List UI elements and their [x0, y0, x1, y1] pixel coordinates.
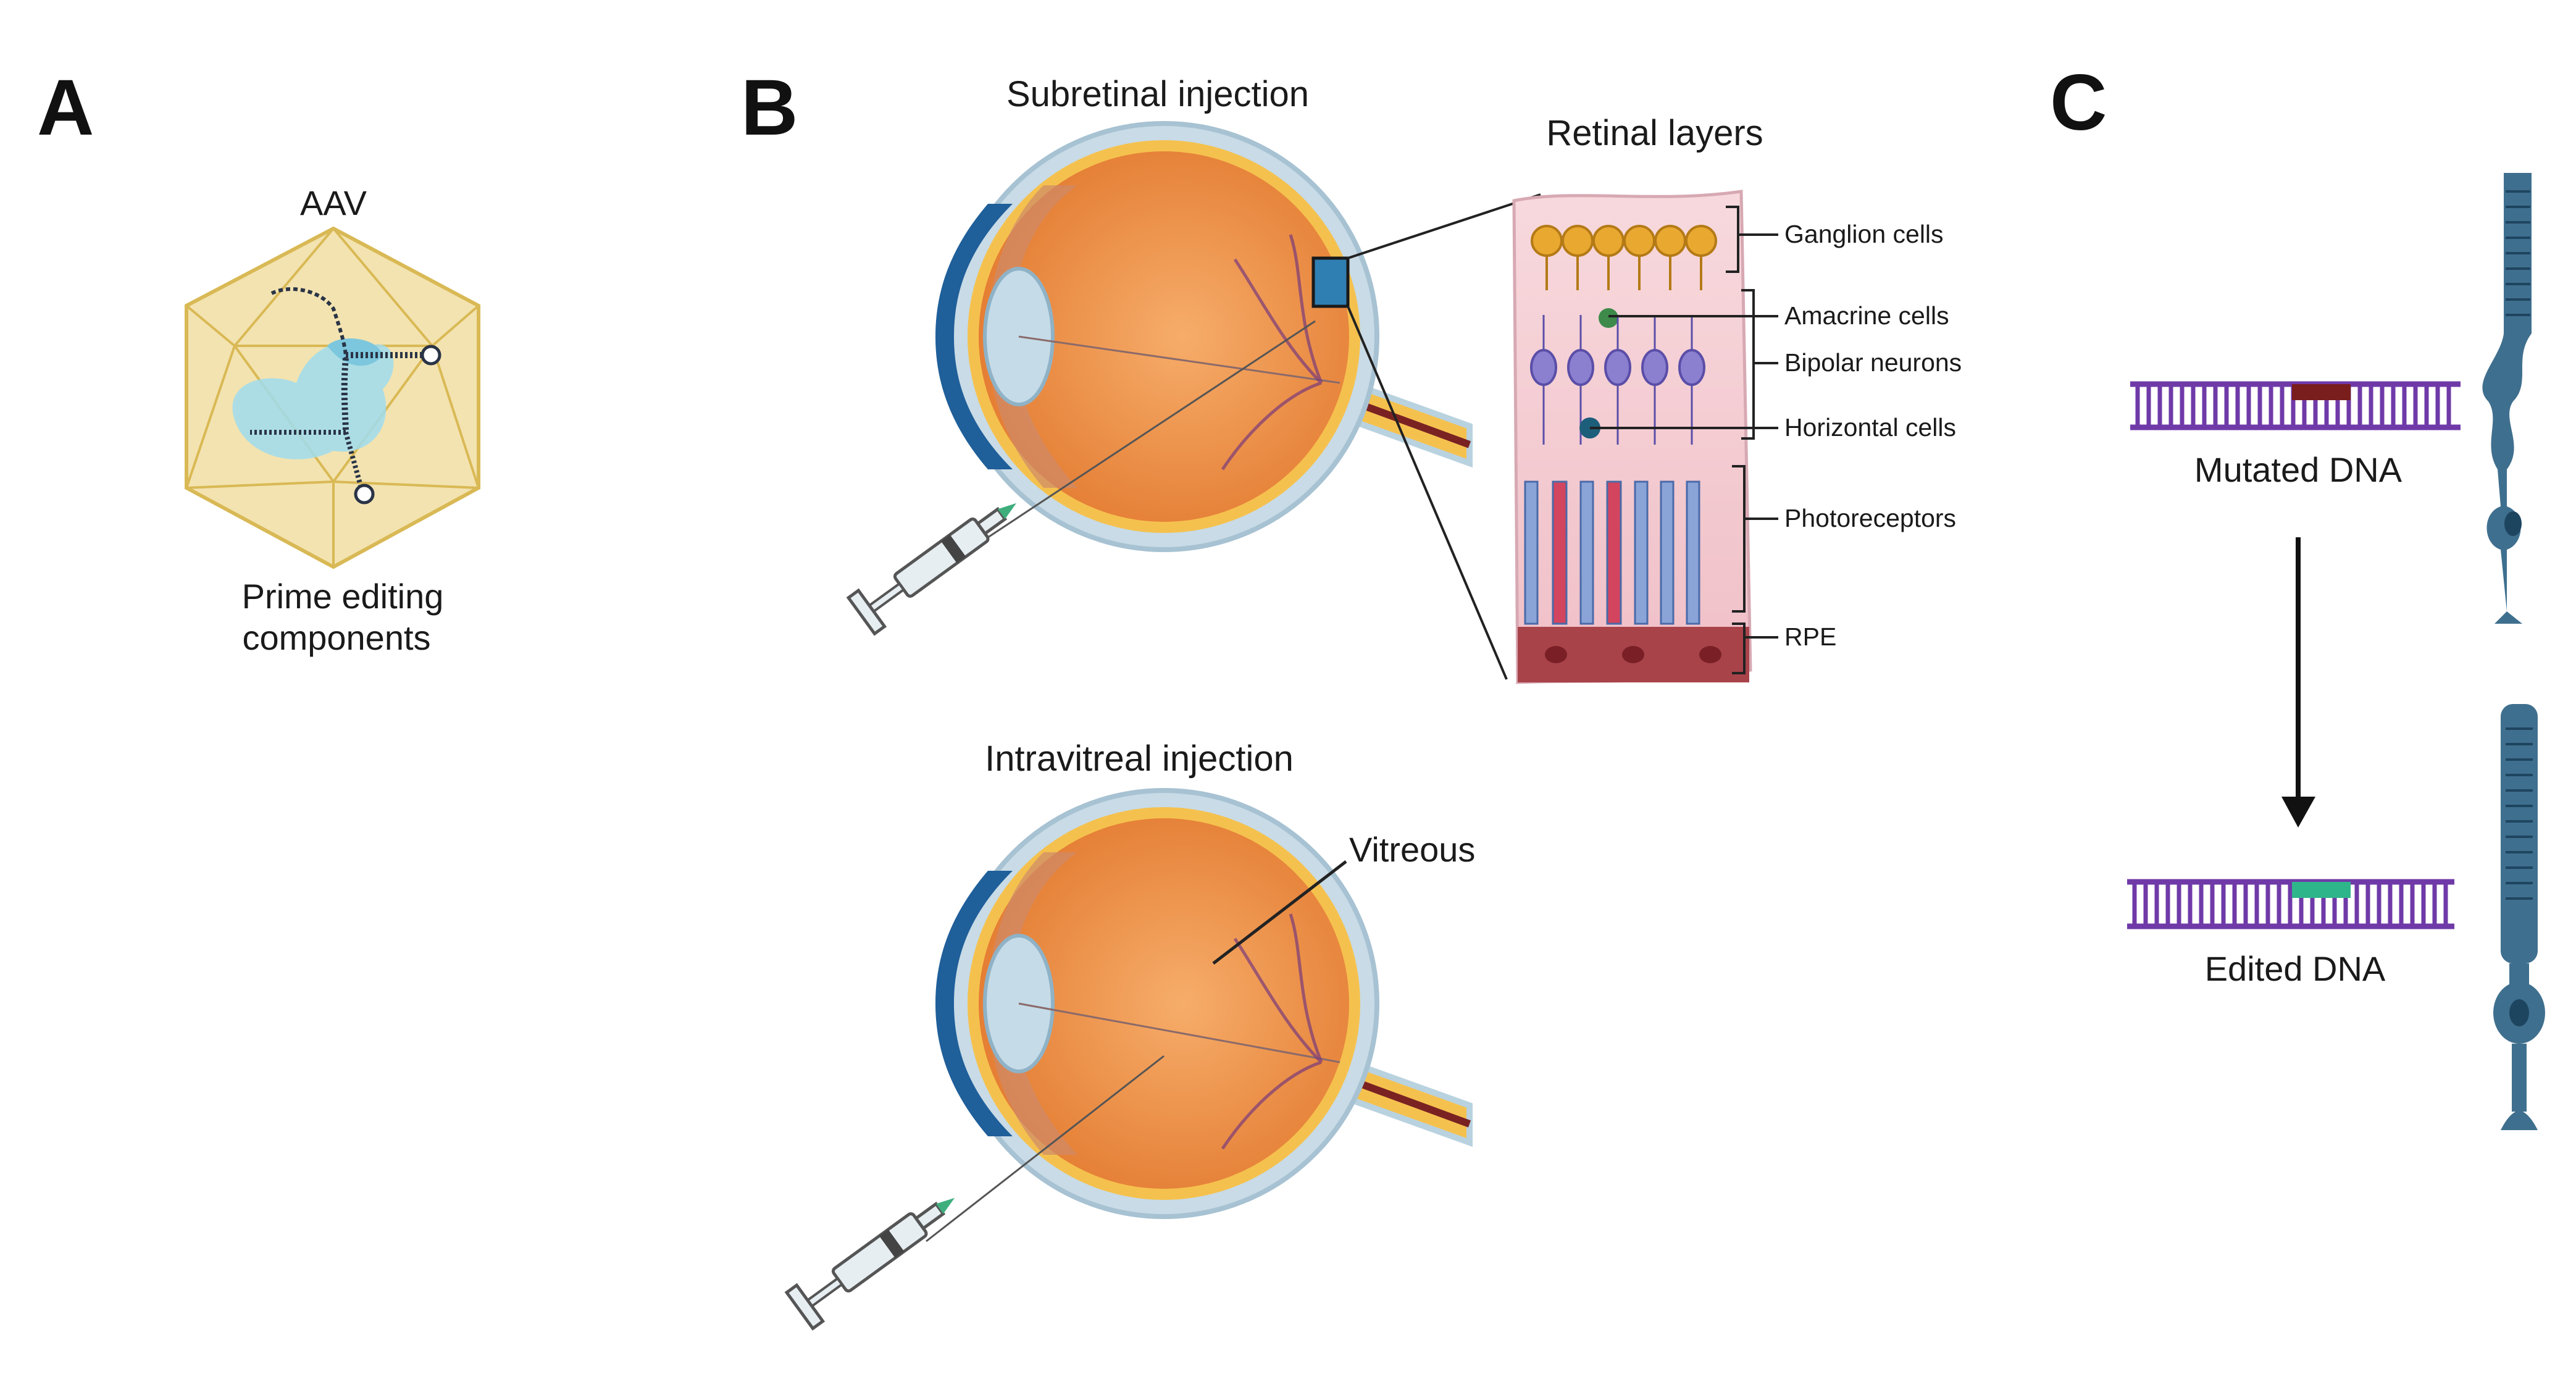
layer-label-horizontal: Horizontal cells [1784, 413, 1956, 442]
layer-label-photoreceptors: Photoreceptors [1784, 504, 1956, 532]
vitreous-label: Vitreous [1349, 830, 1475, 869]
layer-label-rpe: RPE [1784, 622, 1836, 651]
subretinal-syringe-icon [846, 320, 1316, 636]
degenerated-photoreceptor-icon [2482, 173, 2532, 624]
mutated-dna-icon [2130, 381, 2461, 430]
intravitreal-title: Intravitreal injection [985, 739, 1294, 779]
panel-b: B Subretinal injection Retinal layers [741, 64, 1962, 1331]
mutated-dna-label: Mutated DNA [2194, 450, 2402, 489]
prime-editor-cargo-icon [232, 287, 441, 505]
vitreous-leader-line [1212, 860, 1347, 965]
edited-dna-icon [2127, 879, 2454, 929]
editing-arrow-icon [2281, 537, 2315, 828]
zoom-callout-lines [1347, 193, 1541, 680]
retina-title: Retinal layers [1546, 113, 1763, 153]
subretinal-title: Subretinal injection [1006, 74, 1309, 114]
cargo-label-line1: Prime editing [242, 577, 444, 616]
cargo-label-line2: components [242, 618, 430, 657]
intravitreal-eye-icon [935, 788, 1473, 1219]
subretinal-eye-icon [935, 121, 1473, 552]
edited-dna-label: Edited DNA [2205, 949, 2386, 988]
layer-label-amacrine: Amacrine cells [1784, 301, 1949, 330]
layer-leader-lines [1590, 206, 1778, 674]
layer-label-bipolar: Bipolar neurons [1784, 348, 1962, 377]
panel-c-letter: C [2050, 59, 2107, 147]
retinal-layers-illustration [1512, 190, 1752, 684]
panel-a: A AAV [37, 64, 480, 657]
layer-label-ganglion: Ganglion cells [1784, 220, 1944, 248]
panel-b-letter: B [741, 64, 798, 152]
panel-a-letter: A [37, 64, 94, 152]
panel-c: C Mutated DNA Edited DNA [2050, 59, 2545, 1130]
intravitreal-syringe-icon [784, 1055, 1165, 1331]
healthy-photoreceptor-icon [2493, 704, 2545, 1130]
aav-label: AAV [300, 183, 367, 222]
